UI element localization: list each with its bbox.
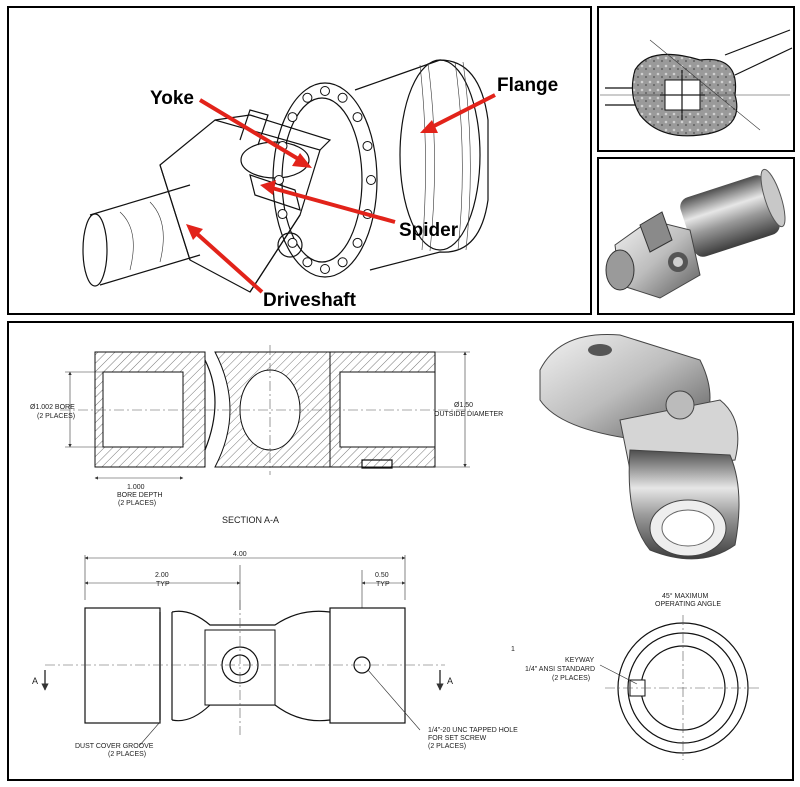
dim-od-1: Ø1.50: [454, 402, 473, 409]
flange-bolt: [337, 257, 348, 268]
flange-bolt: [287, 112, 298, 123]
tap-2: FOR SET SCREW: [428, 735, 487, 742]
label-driveshaft: Driveshaft: [263, 290, 357, 311]
dim-depth-3: (2 PLACES): [118, 500, 156, 507]
panel-engineering-drawing: Ø1.002 BORE (2 PLACES) Ø1.50 OUTSIDE DIA…: [7, 321, 794, 781]
flange-bolt: [366, 175, 376, 185]
dim-half: 2.00: [155, 572, 169, 579]
dim-overall: 4.00: [233, 551, 247, 558]
groove-2: (2 PLACES): [108, 751, 146, 758]
section-mark-right: A: [447, 676, 453, 686]
tap-3: (2 PLACES): [428, 743, 466, 750]
flange-bolt: [362, 140, 373, 151]
keyway-2: 1/4" ANSI STANDARD: [525, 666, 595, 673]
flange-bolt: [274, 175, 284, 185]
flange-bolt: [352, 112, 363, 123]
driveshaft-arrow: [193, 230, 264, 294]
flange-bolt: [320, 86, 330, 96]
angle-1: 45° MAXIMUM: [662, 592, 709, 600]
dim-depth-2: BORE DEPTH: [117, 492, 163, 499]
angle-2: OPERATING ANGLE: [655, 601, 721, 608]
flange-bolt: [302, 257, 313, 268]
render-3d: [539, 333, 740, 560]
flange-bolt: [302, 92, 313, 103]
yoke-arrowhead: [292, 153, 312, 168]
flange-bolt: [337, 92, 348, 103]
keyway-1: KEYWAY: [565, 657, 595, 664]
section-mark-left: A: [32, 676, 38, 686]
dim-bore-2: (2 PLACES): [37, 413, 75, 420]
flange-bolt: [277, 209, 288, 220]
flange-bolt: [320, 264, 330, 274]
flange-bolt: [287, 237, 298, 248]
section-label: SECTION A-A: [222, 515, 279, 525]
side-view: [45, 555, 445, 735]
label-spider: Spider: [399, 220, 459, 241]
dim-hole: 0.50: [375, 572, 389, 579]
label-flange: Flange: [497, 75, 558, 96]
flange-arrow: [429, 93, 496, 130]
label-yoke: Yoke: [150, 88, 194, 109]
dim-hole-typ: TYP: [376, 581, 390, 588]
dim-od-2: OUTSIDE DIAMETER: [434, 411, 503, 418]
yoke-drawing: [159, 114, 332, 293]
yoke-arrow: [198, 98, 302, 162]
tap-1: 1/4"-20 UNC TAPPED HOLE: [428, 727, 518, 734]
dim-half-typ: TYP: [156, 581, 170, 588]
driveshaft-drawing: [82, 184, 201, 287]
flange-arrowhead: [420, 120, 438, 133]
dim-depth-1: 1.000: [127, 484, 145, 491]
spider-arrowhead: [260, 180, 276, 195]
render-shaft: [680, 175, 780, 257]
spider-arrow: [271, 186, 396, 224]
end-view: [605, 615, 760, 760]
stray-mark: 1: [511, 646, 515, 653]
keyway-3: (2 PLACES): [552, 675, 590, 682]
panel-cutaway: [597, 6, 795, 152]
section-view: [60, 345, 470, 475]
groove-1: DUST COVER GROOVE: [75, 743, 154, 750]
panel-ujoint-labeled: Yoke Flange Spider Driveshaft: [7, 6, 592, 315]
panel-render-photo: [597, 157, 795, 315]
dim-bore-1: Ø1.002 BORE: [30, 404, 75, 411]
flange-bolt: [352, 237, 363, 248]
driveshaft-arrowhead: [186, 224, 203, 240]
